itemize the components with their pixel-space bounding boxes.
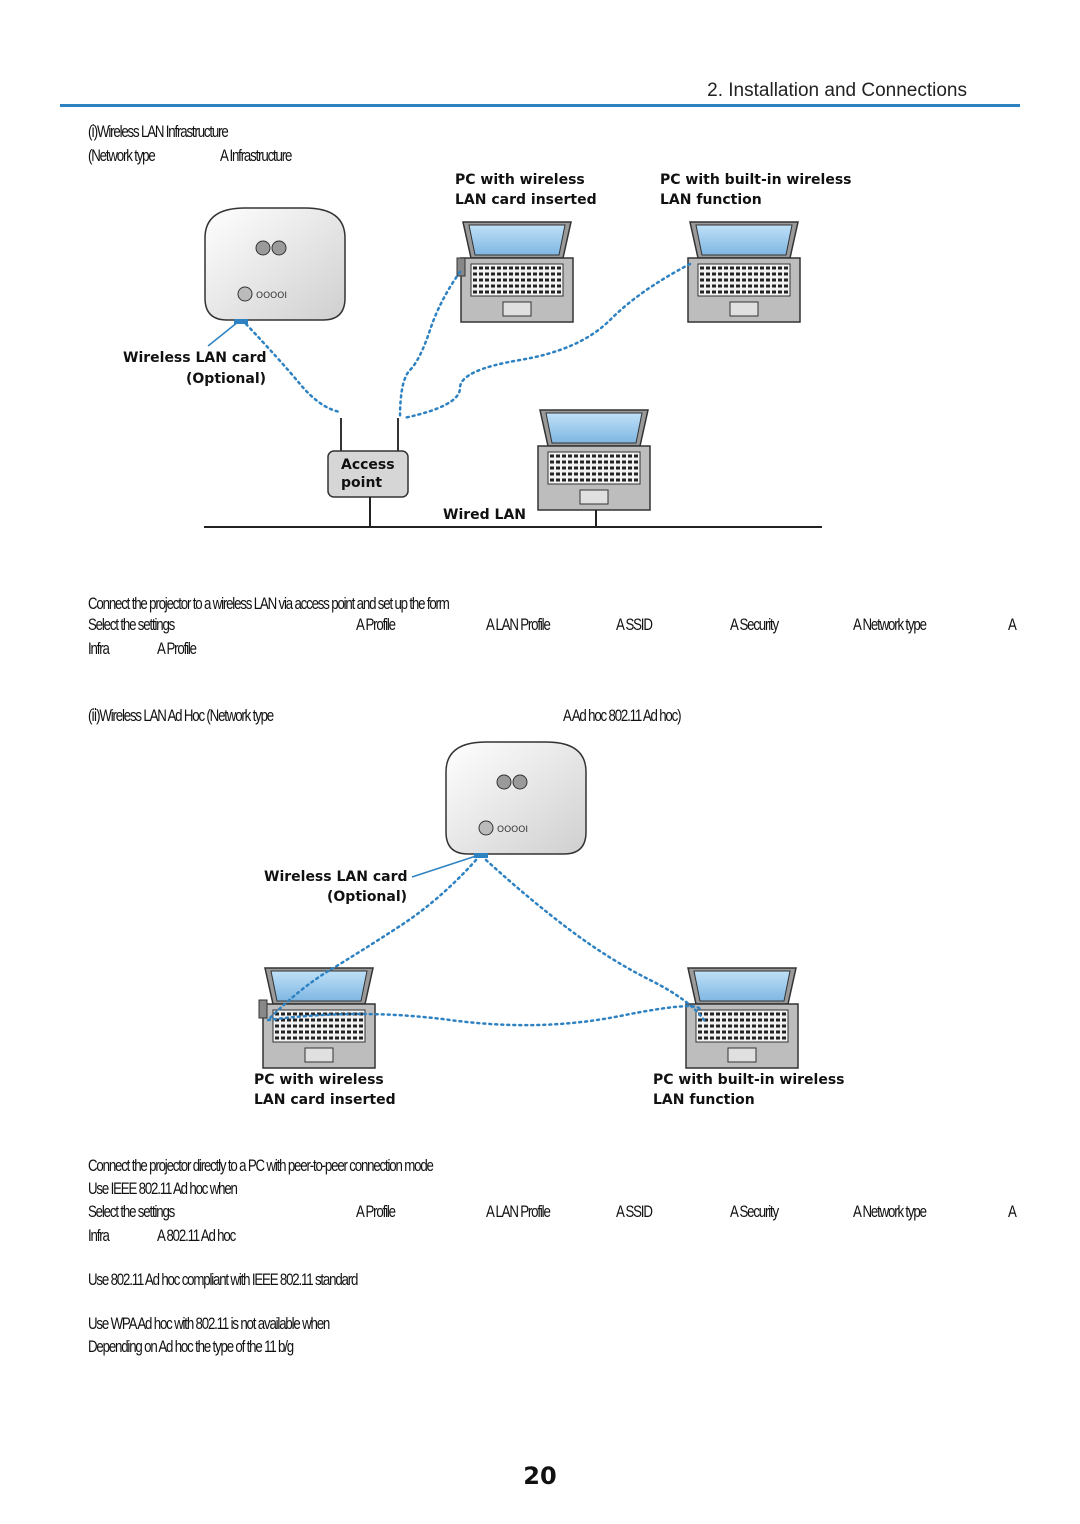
- wireless-links: [244, 262, 692, 420]
- adhoc-projector-icon: [445, 741, 587, 855]
- wired-lan-label: Wired LAN: [443, 507, 527, 523]
- wireless-card-icon: [456, 257, 466, 277]
- adhoc-wlan-card-label-1: Wireless LAN card: [264, 869, 408, 885]
- laptop-card-icon: [459, 220, 575, 324]
- adhoc-wlan-card-label-2: (Optional): [327, 889, 408, 905]
- header-rule: [60, 104, 1020, 107]
- wlan-card-label-2: (Optional): [186, 371, 267, 387]
- wlan-card-label-1: Wireless LAN card: [123, 350, 267, 366]
- page-header-title: 2. Installation and Connections: [707, 80, 967, 101]
- adhoc-pc-builtin-label-1: PC with built-in wireless: [653, 1072, 845, 1088]
- pc-builtin-label-2: LAN function: [660, 192, 762, 208]
- infrastructure-diagram-graphic: OOOOI: [204, 207, 822, 528]
- access-point-label-1: Access: [341, 457, 395, 473]
- adhoc-settings-path-security: A Security: [730, 1202, 779, 1221]
- infrastructure-network-type-value: A Infrastructure: [220, 146, 292, 165]
- adhoc-pc-card-label-1: PC with wireless: [254, 1072, 384, 1088]
- infrastructure-settings-path-security: A Security: [730, 615, 779, 634]
- adhoc-link-projector-builtin: [484, 858, 706, 1022]
- adhoc-speed-note: Depending on Ad hoc the type of the 11 b…: [88, 1337, 294, 1356]
- adhoc-description: Connect the projector directly to a PC w…: [88, 1156, 434, 1175]
- adhoc-card-pointer-line: [411, 855, 477, 878]
- infrastructure-settings-path-network-type: A Network type: [853, 615, 927, 634]
- adhoc-heading: (ⅱ)Wireless LAN Ad Hoc (Network type: [88, 706, 274, 725]
- infrastructure-settings-path-profile: A Profile: [356, 615, 396, 634]
- adhoc-pc-builtin-label-2: LAN function: [653, 1092, 755, 1108]
- adhoc-diagram-graphic: [258, 741, 800, 1070]
- wireless-link-builtin-ap: [402, 262, 692, 420]
- adhoc-pc-card-label-2: LAN card inserted: [254, 1092, 396, 1108]
- adhoc-settings-infra: Infra: [88, 1226, 110, 1245]
- adhoc-standard-note: Use 802.11 Ad hoc compliant with IEEE 80…: [88, 1270, 358, 1289]
- adhoc-diagram: [0, 700, 1080, 1130]
- infrastructure-settings-profile: A Profile: [157, 639, 197, 658]
- adhoc-wireless-card-slot: [474, 853, 488, 858]
- wired-lan-line: [204, 497, 822, 528]
- infrastructure-heading: (ⅰ)Wireless LAN Infrastructure: [88, 122, 229, 141]
- adhoc-link-projector-card: [266, 858, 478, 1022]
- infrastructure-description: Connect the projector to a wireless LAN …: [88, 594, 450, 613]
- infrastructure-settings-infra: Infra: [88, 639, 110, 658]
- laptop-builtin-icon: [686, 220, 802, 324]
- adhoc-settings-path-lan-profile: A LAN Profile: [486, 1202, 551, 1221]
- pc-builtin-label-1: PC with built-in wireless: [660, 172, 852, 188]
- wireless-link-projector-ap: [244, 322, 342, 414]
- projector-icon: [204, 207, 346, 321]
- adhoc-settings-path-ssid: A SSID: [616, 1202, 653, 1221]
- wpa-adhoc-note: Use WPA Ad hoc with 802.11 is not availa…: [88, 1314, 330, 1333]
- adhoc-settings-path-end: A: [1008, 1202, 1017, 1221]
- pc-card-label-1: PC with wireless: [455, 172, 585, 188]
- adhoc-settings-path-start: Select the settings: [88, 1202, 175, 1221]
- access-point-icon: [327, 418, 409, 498]
- adhoc-settings-path-profile: A Profile: [356, 1202, 396, 1221]
- page-number: 20: [523, 1462, 557, 1490]
- adhoc-wireless-card-icon: [258, 999, 268, 1019]
- adhoc-heading-value: A Ad hoc 802.11 Ad hoc): [563, 706, 682, 725]
- infrastructure-settings-path-ssid: A SSID: [616, 615, 653, 634]
- adhoc-wireless-links: [266, 858, 706, 1027]
- access-point-label-2: point: [341, 475, 383, 491]
- infrastructure-settings-path-start: Select the settings: [88, 615, 175, 634]
- laptop-wired-icon: [536, 408, 652, 512]
- infrastructure-settings-path-end: A: [1008, 615, 1017, 634]
- pc-card-label-2: LAN card inserted: [455, 192, 597, 208]
- infrastructure-diagram: OOOOI: [0, 0, 1080, 540]
- card-pointer-line: [207, 321, 239, 347]
- infrastructure-settings-path-lan-profile: A LAN Profile: [486, 615, 551, 634]
- adhoc-settings-value: A 802.11 Ad hoc: [157, 1226, 236, 1245]
- wireless-link-card-ap: [398, 270, 462, 420]
- wireless-card-slot: [234, 319, 248, 324]
- adhoc-settings-path-network-type: A Network type: [853, 1202, 927, 1221]
- infrastructure-network-type: (Network type: [88, 146, 156, 165]
- adhoc-usage-note: Use IEEE 802.11 Ad hoc when: [88, 1179, 238, 1198]
- adhoc-link-card-builtin: [266, 1004, 702, 1027]
